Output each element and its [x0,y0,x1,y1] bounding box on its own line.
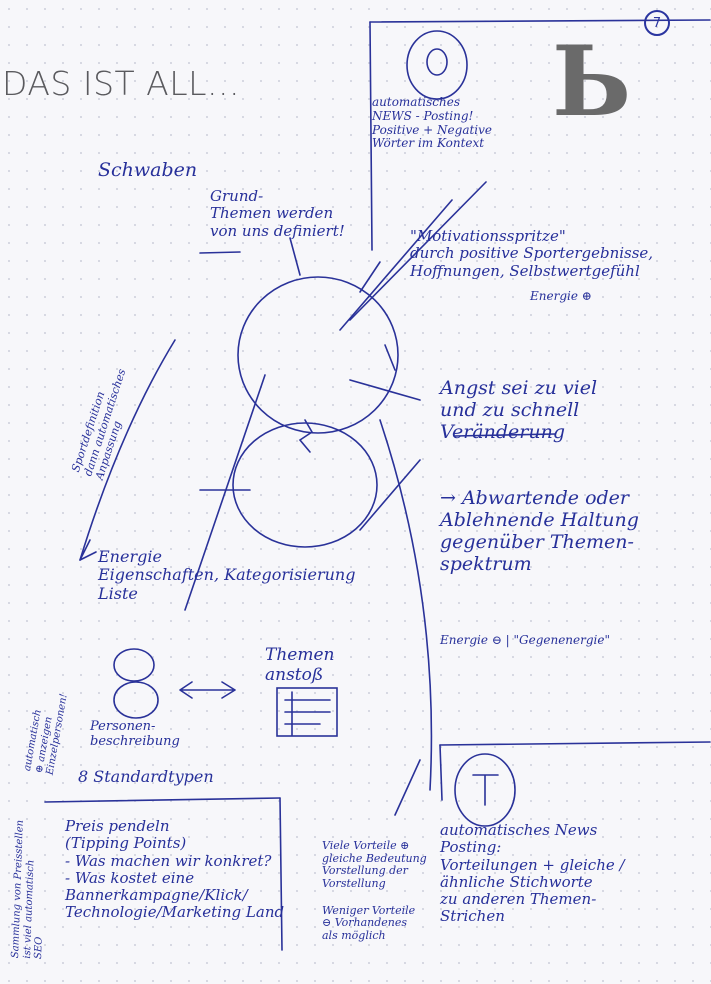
note-properties: Energie Eigenschaften, Kategorisierung L… [98,547,356,603]
note-heading: Schwaben [98,159,198,181]
note-standard-types: 8 Standardtypen [78,767,214,786]
robot-icon-bottom [454,753,516,827]
note-auto-news-top: automatisches NEWS - Posting! Positive +… [372,95,493,151]
document-icon [276,687,338,737]
frame-line-top [369,19,711,23]
note-bottom-mid: Viele Vorteile ⊕ gleiche Bedeutung Vorst… [322,839,427,942]
page-number: 7 [644,10,670,36]
note-vertical-bottom-left: Sammlung von Preisstellen ist viel autom… [10,819,45,960]
note-motivation: "Motivationsspritze" durch positive Spor… [410,227,654,280]
note-persona: Personen- beschreibung [90,719,180,749]
frame-bottom-left [44,797,281,803]
note-attitude: → Abwartende oder Ablehnende Haltung geg… [440,487,639,575]
robot-icon-top [406,30,468,100]
note-themes: Grund- Themen werden von uns definiert! [210,187,345,240]
note-fear: Angst sei zu viel und zu schnell Verände… [440,377,598,443]
note-bottom-right: automatisches News Posting: Vorteilungen… [440,821,625,926]
frame-bottom-right [439,741,711,746]
note-themes-pitch: Themen anstoß [265,645,335,685]
main-circle [237,276,399,434]
logo-glyph: Ь [552,25,632,138]
persona-icon [113,648,155,682]
frame-line-left [369,21,373,251]
note-energy-plus: Energie ⊕ [530,289,592,303]
small-circle [232,422,378,548]
page-title: DAS IST ALL... [2,64,240,103]
note-energy-minus: Energie ⊖ | "Gegenenergie" [440,633,611,647]
note-bottom-left: Preis pendeln (Tipping Points) - Was mac… [65,817,285,922]
